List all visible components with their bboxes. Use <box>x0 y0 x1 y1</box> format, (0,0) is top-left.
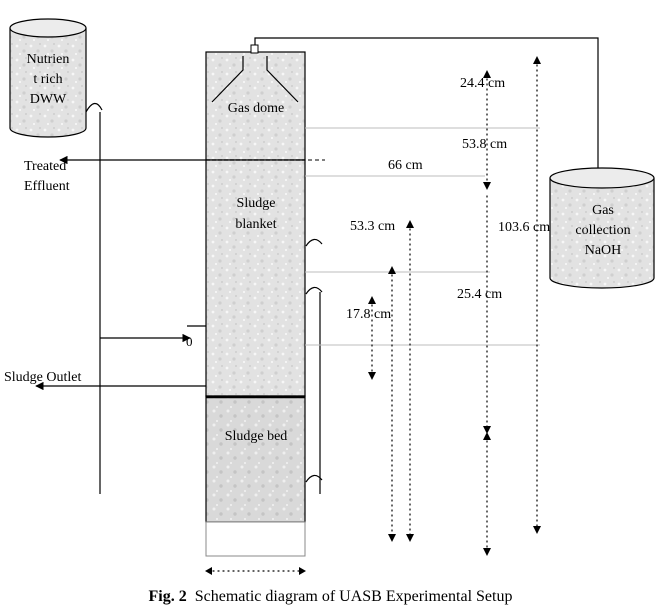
sludge-blanket-label-2: blanket <box>235 217 276 232</box>
gas-line <box>254 37 599 196</box>
dim-label-17-8: 17.8 cm <box>346 307 391 322</box>
feed-tank-label-3: DWW <box>30 92 67 107</box>
gas-collection-tank: Gas collection NaOH <box>549 167 655 289</box>
sludge-outlet-label: Sludge Outlet <box>4 370 81 385</box>
gas-dome-label: Gas dome <box>228 101 284 116</box>
feed-tank-label-2: t rich <box>33 72 62 87</box>
gas-tank-label-1: Gas <box>592 203 614 218</box>
figure-title: Schematic diagram of UASB Experimental S… <box>194 588 513 605</box>
dim-label-103-6: 103.6 cm <box>498 220 550 235</box>
dim-label-66: 66 cm <box>388 158 423 173</box>
sampling-port-icon <box>305 474 323 483</box>
treated-effluent-label-1: Treated <box>24 159 66 174</box>
figure-number: Fig. 2 <box>148 588 187 605</box>
column-base <box>205 521 306 557</box>
tap-icon <box>85 102 103 113</box>
pump-mark: 0 <box>186 334 193 349</box>
figure-caption: Fig. 2 Schematic diagram of UASB Experim… <box>0 588 661 606</box>
sampling-port-icon <box>305 238 323 247</box>
dim-label-53-3: 53.3 cm <box>350 219 395 234</box>
gas-tank-label-2: collection <box>575 223 630 238</box>
treated-effluent-label-2: Effluent <box>24 179 70 194</box>
sludge-bed-zone <box>205 395 306 523</box>
gas-dome-zone <box>205 51 306 161</box>
dim-label-25-4: 25.4 cm <box>457 287 502 302</box>
dim-label-24-4: 24.4 cm <box>460 76 505 91</box>
feed-tank: Nutrien t rich DWW <box>9 18 103 138</box>
sludge-blanket-label-1: Sludge <box>237 196 276 211</box>
feed-tank-label-1: Nutrien <box>27 52 70 67</box>
dim-label-53-8: 53.8 cm <box>462 137 507 152</box>
gas-tank-label-3: NaOH <box>585 243 622 258</box>
reactor-column: Gas dome Sludge blanket Sludge bed <box>205 44 306 557</box>
sampling-port-icon <box>305 286 323 295</box>
sludge-bed-label: Sludge bed <box>225 429 288 444</box>
